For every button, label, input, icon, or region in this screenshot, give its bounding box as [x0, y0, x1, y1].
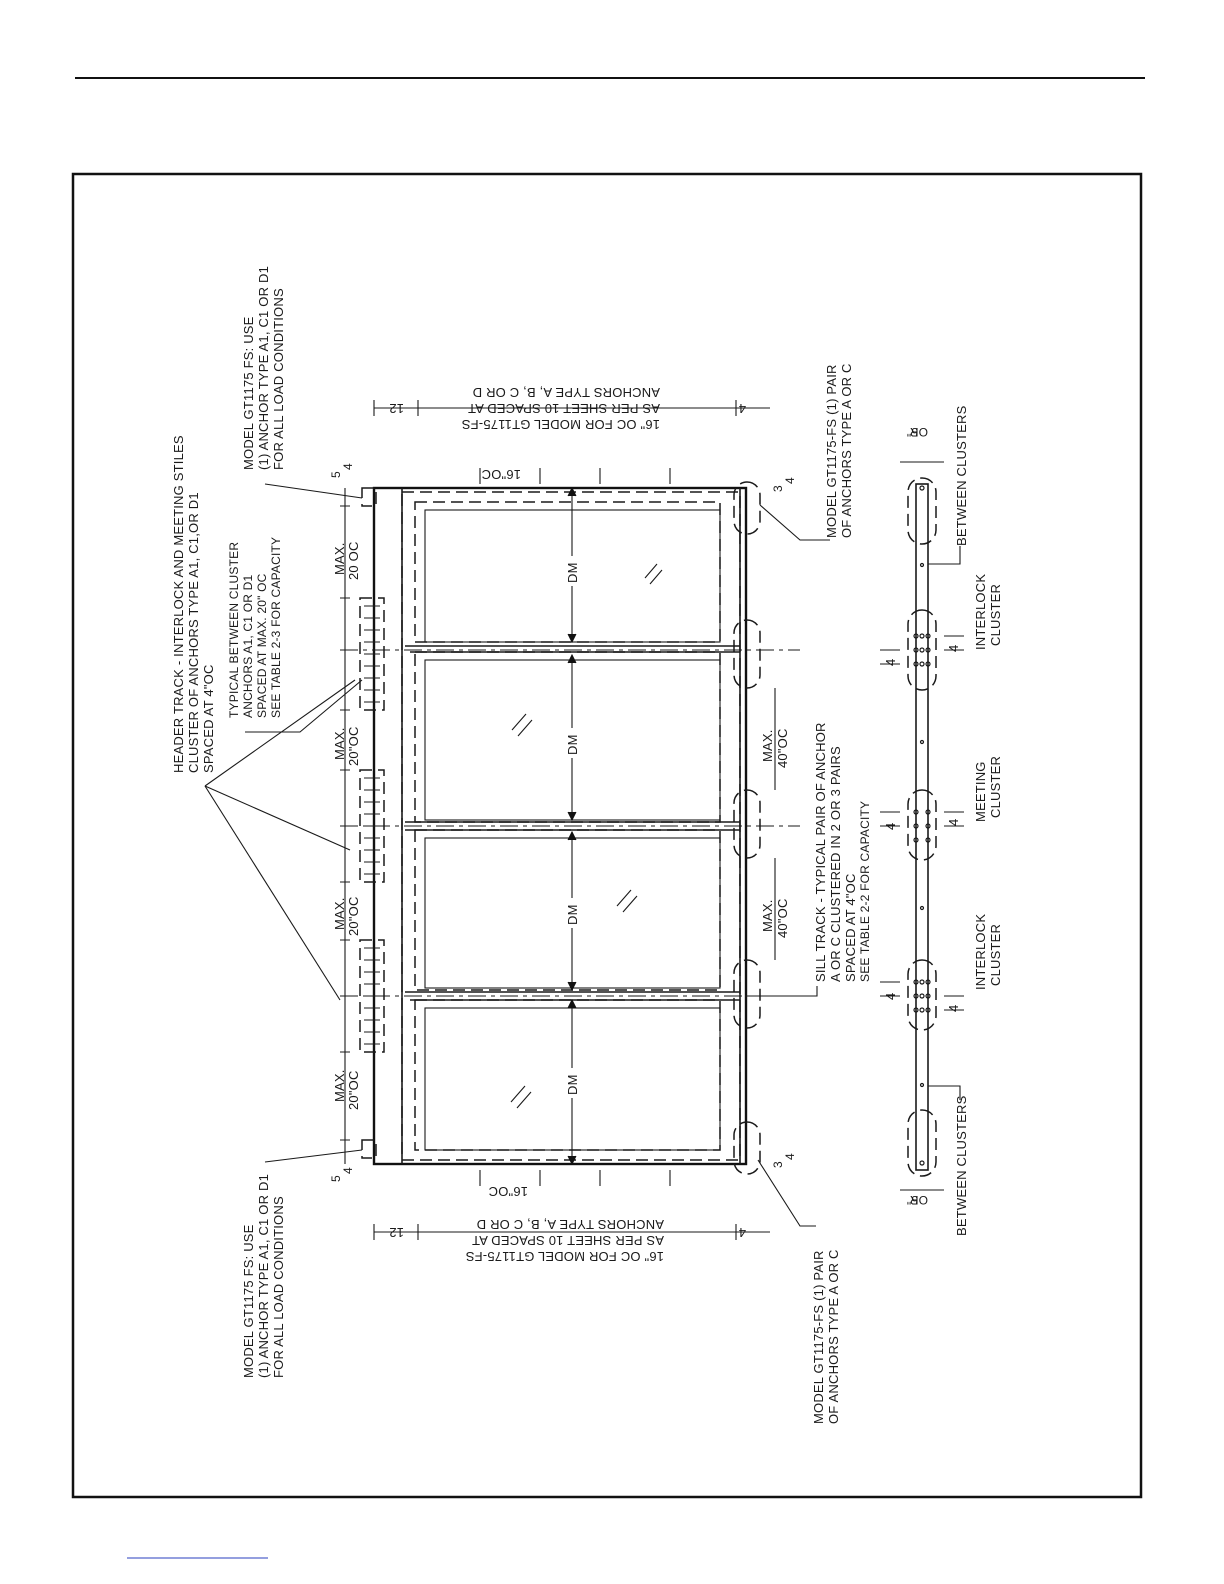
model-top-left-2: (1) ANCHOR TYPE A1, C1 OR D1 — [256, 1174, 271, 1378]
max40-value-2: 40"OC — [775, 898, 790, 938]
typical-between-note-3: SPACED AT MAX. 20" OC — [255, 573, 269, 718]
header-track-note-2: CLUSTER OF ANCHORS TYPE A1, C1,OR D1 — [186, 492, 201, 773]
frac-5-top: 5 — [329, 471, 343, 478]
max40-value-1: 40"OC — [775, 728, 790, 768]
frac-3-bottom: 3 — [771, 1161, 785, 1168]
frac-5-bottom: 5 — [329, 1175, 343, 1182]
sixteen-oc-top: 16"OC — [481, 467, 521, 482]
model-sill-right-2: OF ANCHORS TYPE A OR C — [839, 363, 854, 538]
anchors-upside-top-2: AS PER SHEET 10 SPACED AT — [468, 401, 660, 416]
typical-between-note-4: SEE TABLE 2-3 FOR CAPACITY — [269, 537, 283, 718]
header-anchor-clusters — [359, 487, 385, 1159]
anchors-upside-top-1: ANCHORS TYPE A, B, C OR D — [472, 385, 660, 400]
max40-label-1: MAX. — [760, 729, 775, 762]
anchors-upside-bottom-3: 16" OC FOR MODEL GT1175-FS — [466, 1249, 664, 1264]
sp-dim-4b: 4 — [946, 645, 961, 652]
frac-4-top: 4 — [341, 463, 355, 470]
sp-dim-4f: 4 — [946, 1005, 961, 1012]
small-dim-top-1: 5" — [907, 425, 918, 439]
door-elevation: DM DM DM DM — [340, 400, 800, 1240]
dim-12-bottom: 12 — [389, 1225, 404, 1240]
sp-dim-4d: 4 — [946, 819, 961, 826]
max-label-1: MAX. — [332, 1069, 347, 1102]
leaders — [204, 483, 830, 1227]
max-value-1: 20"OC — [346, 1070, 361, 1110]
header-track-note-1: HEADER TRACK - INTERLOCK AND MEETING STI… — [171, 435, 186, 773]
interlock-cluster-bottom-1: INTERLOCK — [973, 914, 988, 990]
interlock-cluster-bottom-2: CLUSTER — [988, 924, 1003, 986]
frac-3b-top: 4 — [783, 477, 797, 484]
max-value-3: 20"OC — [346, 726, 361, 766]
sp-dim-4c: 4 — [883, 823, 898, 830]
dm-label-2: DM — [565, 734, 580, 755]
model-top-left-3: FOR ALL LOAD CONDITIONS — [271, 1196, 286, 1378]
max-value-2: 20"OC — [346, 896, 361, 936]
model-sill-left-2: OF ANCHORS TYPE A OR C — [826, 1249, 841, 1424]
sill-plan-bar — [915, 483, 929, 1171]
max-label-4: MAX. — [332, 542, 347, 575]
header-track-note-3: SPACED AT 4"OC — [201, 664, 216, 773]
sill-plan: 4 4 4 4 4 4 BETWEEN CLUSTERS BETWEEN CLU… — [880, 405, 1003, 1236]
sp-dim-4e: 4 — [883, 993, 898, 1000]
small-dim-top-2: OR — [909, 425, 928, 439]
max-value-4: 20 OC — [346, 541, 361, 580]
sill-anchor-clusters — [733, 481, 761, 1175]
small-dim-bottom-1: 5" — [907, 1193, 918, 1207]
frac-3-top: 3 — [771, 485, 785, 492]
sill-track-note-3: SPACED AT 4"OC — [843, 873, 858, 982]
drawing-border — [71, 172, 1143, 1499]
meeting-cluster-2: CLUSTER — [988, 756, 1003, 818]
frac-3b-bottom: 4 — [783, 1153, 797, 1160]
sixteen-oc-bottom: 16"OC — [488, 1184, 528, 1199]
typical-between-note-2: ANCHORS A1, C1 OR D1 — [241, 575, 255, 718]
dim-4-bottom: 4 — [739, 1225, 746, 1240]
frac-4-bottom: 4 — [341, 1167, 355, 1174]
sill-track-note-4: SEE TABLE 2-2 FOR CAPACITY — [858, 801, 872, 982]
dm-label-4: DM — [565, 1074, 580, 1095]
sill-track-note-2: A OR C CLUSTERED IN 2 OR 3 PAIRS — [828, 746, 843, 982]
anchors-upside-bottom-2: AS PER SHEET 10 SPACED AT — [472, 1233, 664, 1248]
interlock-cluster-top-2: CLUSTER — [988, 584, 1003, 646]
typical-between-note-1: TYPICAL BETWEEN CLUSTER — [227, 542, 241, 718]
model-sill-right-1: MODEL GT1175-FS (1) PAIR — [824, 364, 839, 538]
max-label-3: MAX. — [332, 727, 347, 760]
dm-label-1: DM — [565, 562, 580, 583]
sill-track-note-1: SILL TRACK - TYPICAL PAIR OF ANCHOR — [813, 722, 828, 982]
dim-12-top: 12 — [389, 401, 404, 416]
sp-dim-4a: 4 — [883, 659, 898, 666]
interlock-cluster-top-1: INTERLOCK — [973, 574, 988, 650]
model-top-left-1: MODEL GT1175 FS: USE — [241, 1224, 256, 1378]
meeting-cluster-1: MEETING — [973, 761, 988, 822]
anchors-upside-top-3: 16" OC FOR MODEL GT1175-FS — [462, 417, 660, 432]
dm-label-3: DM — [565, 904, 580, 925]
max40-label-2: MAX. — [760, 899, 775, 932]
dim-4-top: 4 — [739, 401, 746, 416]
model-top-right-1: MODEL GT1175 FS: USE — [241, 316, 256, 470]
notes: HEADER TRACK - INTERLOCK AND MEETING STI… — [171, 266, 872, 1424]
model-top-right-2: (1) ANCHOR TYPE A1, C1 OR D1 — [256, 266, 271, 470]
between-clusters-bottom: BETWEEN CLUSTERS — [954, 1095, 969, 1236]
max-label-2: MAX. — [332, 897, 347, 930]
small-dim-bottom-2: OR — [909, 1193, 928, 1207]
anchors-upside-bottom-1: ANCHORS TYPE A, B, C OR D — [476, 1217, 664, 1232]
between-clusters-top: BETWEEN CLUSTERS — [954, 405, 969, 546]
model-sill-left-1: MODEL GT1175-FS (1) PAIR — [811, 1250, 826, 1424]
model-top-right-3: FOR ALL LOAD CONDITIONS — [271, 288, 286, 470]
